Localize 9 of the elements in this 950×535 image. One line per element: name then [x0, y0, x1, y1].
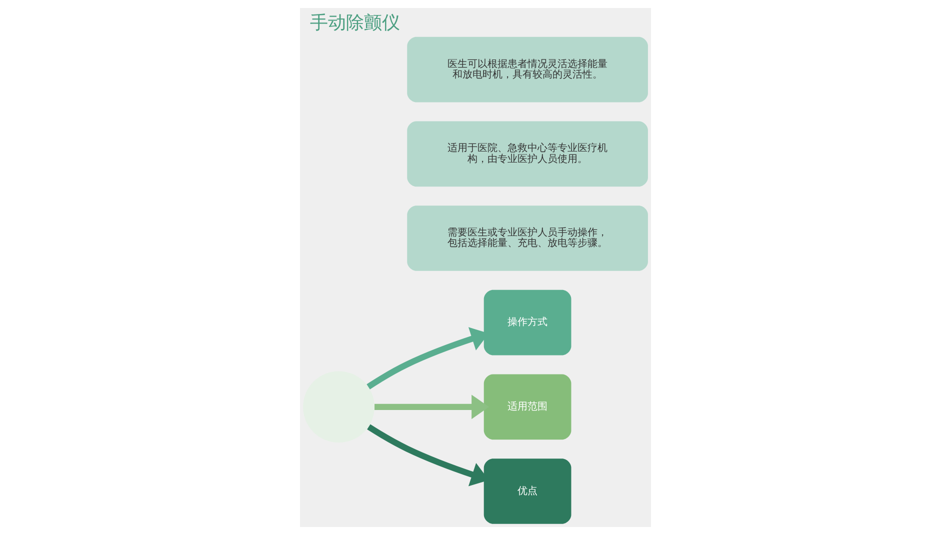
node-box: 适用范围	[483, 374, 571, 440]
diagram-title: 手动除颤仪	[310, 12, 400, 34]
node-box: 操作方式	[483, 290, 571, 356]
node-box: 医生可以根据患者情况灵活选择能量和放电时机，具有较高的灵活性。	[406, 36, 648, 102]
node-box: 适用于医院、急救中心等专业医疗机构，由专业医护人员使用。	[406, 121, 648, 187]
node-box: 需要医生或专业医护人员手动操作，包括选择能量、充电、放电等步骤。	[406, 206, 648, 271]
node-box: 优点	[483, 458, 571, 524]
node-circle	[302, 371, 374, 443]
arrow	[374, 394, 489, 420]
